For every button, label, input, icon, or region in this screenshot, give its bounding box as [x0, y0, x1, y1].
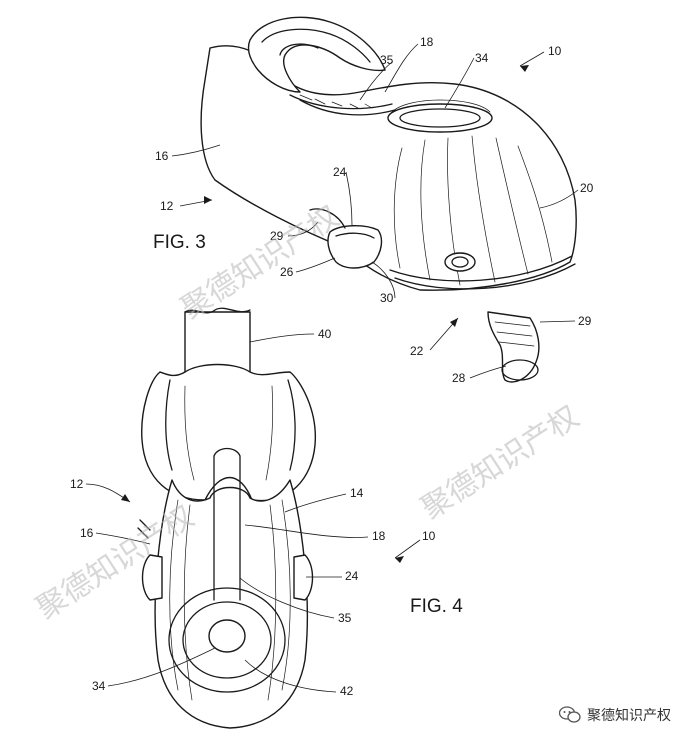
fig3-clip: [327, 225, 383, 269]
watermark-1: 聚德知识产权: [175, 199, 345, 326]
fig4-label-40: 40: [318, 327, 332, 341]
footer-brand: 聚德知识产权: [587, 708, 671, 724]
fig4-caption: FIG. 4: [410, 596, 463, 617]
fig3-label-24: 24: [333, 165, 347, 179]
wechat-icon: [559, 706, 581, 723]
fig3-label-26: 26: [280, 265, 294, 279]
fig3-label-18: 18: [420, 35, 434, 49]
fig3-drawing: [200, 16, 577, 383]
fig4-clip-right: [293, 554, 314, 601]
fig4-label-12: 12: [70, 477, 84, 491]
fig4-body: [154, 479, 309, 729]
fig4-label-24: 24: [345, 569, 359, 583]
fig3-label-10: 10: [548, 44, 562, 58]
fig3-labels: 18 35 34 10 16 12 24 20 29 26 30 22 29 2…: [155, 35, 594, 385]
fig3-label-20: 20: [580, 181, 594, 195]
fig4-head: [141, 363, 316, 502]
fig4-leader-lines: [85, 333, 421, 693]
watermark-2: 聚德知识产权: [415, 399, 585, 526]
fig3-label-16: 16: [155, 149, 169, 163]
fig3-leader-lines: [171, 43, 579, 379]
fig4-label-14: 14: [350, 486, 364, 500]
fig4-label-35: 35: [338, 611, 352, 625]
fig3-caption: FIG. 3: [153, 232, 206, 253]
fig3-label-22: 22: [410, 344, 424, 358]
fig3-label-29b: 29: [578, 314, 592, 328]
fig3-spout: [487, 311, 540, 383]
fig4-label-42: 42: [340, 684, 354, 698]
fig3-opening: [387, 103, 493, 133]
footer-badge: 聚德知识产权: [559, 705, 671, 725]
fig3-label-30: 30: [380, 291, 394, 305]
fig4-label-18: 18: [372, 529, 386, 543]
fig3-handle: [247, 16, 386, 93]
fig4-label-34: 34: [92, 679, 106, 693]
fig4-labels: 40 12 14 16 18 10 24 35 34 42: [70, 327, 436, 698]
fig3-label-29a: 29: [270, 229, 284, 243]
fig4-opening: [208, 619, 246, 653]
fig3-label-35: 35: [380, 53, 394, 67]
fig4-label-16: 16: [80, 526, 94, 540]
fig3-label-28: 28: [452, 371, 466, 385]
fig3-label-12: 12: [160, 199, 174, 213]
fig3-label-34: 34: [475, 51, 489, 65]
fig4-label-10: 10: [422, 529, 436, 543]
fig4-drawing: [137, 307, 316, 729]
fig4-clip-left: [141, 554, 163, 601]
